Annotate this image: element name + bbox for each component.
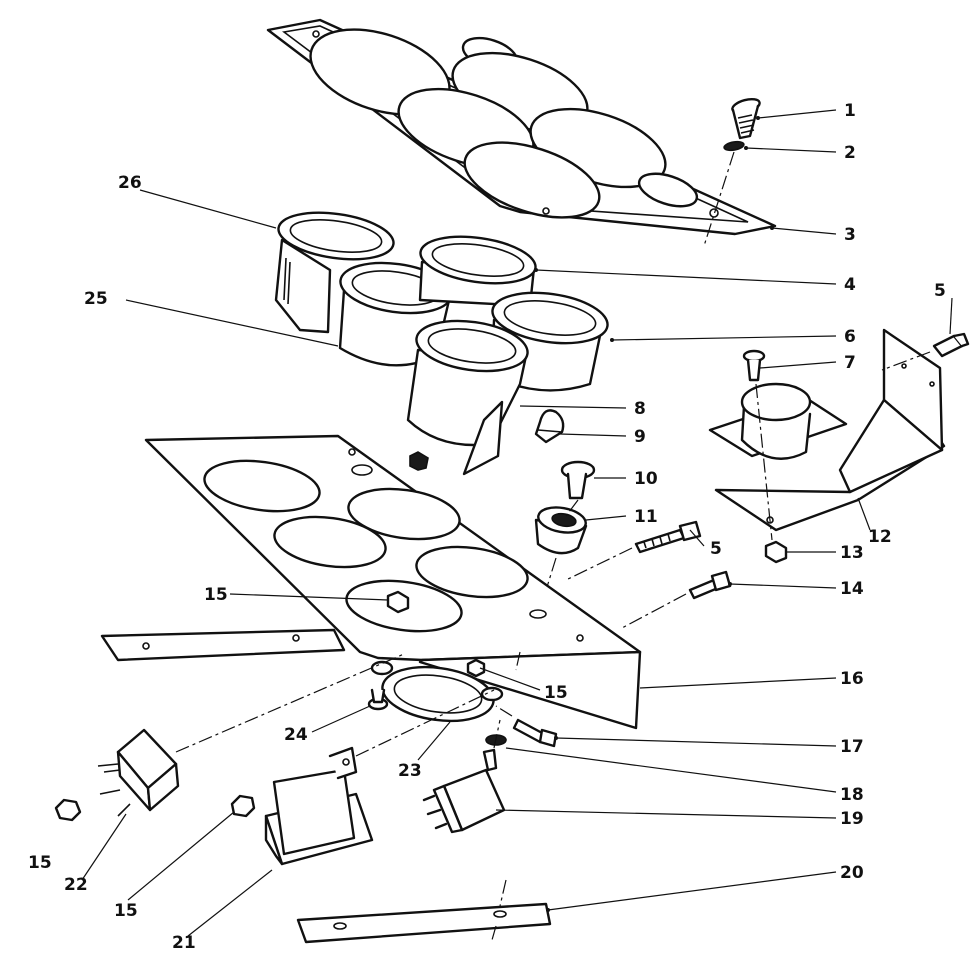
flasher-21	[264, 746, 374, 866]
leader-lines	[81, 109, 953, 937]
callout-24: 24	[284, 725, 308, 745]
bulb	[534, 409, 565, 444]
mounting-strip-upper	[100, 628, 346, 662]
gauge-cup-8	[406, 319, 529, 476]
callout-15-bottom-center: 15	[114, 901, 138, 921]
callout-11: 11	[634, 507, 658, 527]
toggle-switch	[422, 748, 506, 834]
nut-15-bottom-center	[230, 794, 256, 818]
switch-bushing	[534, 506, 588, 555]
relay-22	[97, 728, 180, 817]
bezel-washer	[723, 140, 745, 152]
gauge-cup-26	[274, 211, 395, 334]
callout-15-bottom-left: 15	[28, 853, 52, 873]
bracket-screw-5-right	[932, 332, 970, 358]
nut-13	[764, 540, 788, 564]
mounting-strip-lower	[296, 902, 552, 944]
panel-screw-5	[634, 520, 702, 554]
callout-19: 19	[840, 809, 864, 829]
panel-screw-14	[688, 570, 732, 600]
nut-upper	[409, 451, 429, 471]
bezel-screw	[731, 97, 761, 140]
callout-15-center: 15	[544, 683, 568, 703]
nut-15-left	[386, 590, 410, 614]
callout-26: 26	[118, 173, 142, 193]
callout-17: 17	[840, 737, 864, 757]
knob	[560, 460, 596, 500]
callout-14: 14	[840, 579, 864, 599]
bracket-screw-7	[742, 349, 766, 382]
callout-1: 1	[844, 101, 856, 121]
callout-5-center: 5	[710, 539, 722, 559]
callout-25: 25	[84, 289, 108, 309]
callout-2: 2	[844, 143, 856, 163]
callout-16: 16	[840, 669, 864, 689]
callout-labels: 1 2 3 4 5 6 7 8 9 10 11 12 5 13 14 15 15…	[28, 101, 946, 953]
callout-4: 4	[844, 275, 856, 295]
callout-6: 6	[844, 327, 856, 347]
callout-12: 12	[868, 527, 892, 547]
gauge-cup-4	[418, 235, 537, 308]
nut-15-bottom-left	[54, 798, 82, 822]
callout-22: 22	[64, 875, 88, 895]
screw-24	[367, 688, 389, 711]
nut-15-center	[466, 658, 486, 678]
callout-5-right: 5	[934, 281, 946, 301]
callout-7: 7	[844, 353, 856, 373]
callout-10: 10	[634, 469, 658, 489]
callout-21: 21	[172, 933, 196, 953]
top-bezel-plate	[266, 18, 777, 236]
callout-13: 13	[840, 543, 864, 563]
callout-15-left: 15	[204, 585, 228, 605]
screw-17	[512, 718, 558, 748]
callout-18: 18	[840, 785, 864, 805]
callout-3: 3	[844, 225, 856, 245]
callout-20: 20	[840, 863, 864, 883]
callout-9: 9	[634, 427, 646, 447]
callout-23: 23	[398, 761, 422, 781]
callout-8: 8	[634, 399, 646, 419]
sender-bracket	[708, 328, 946, 532]
